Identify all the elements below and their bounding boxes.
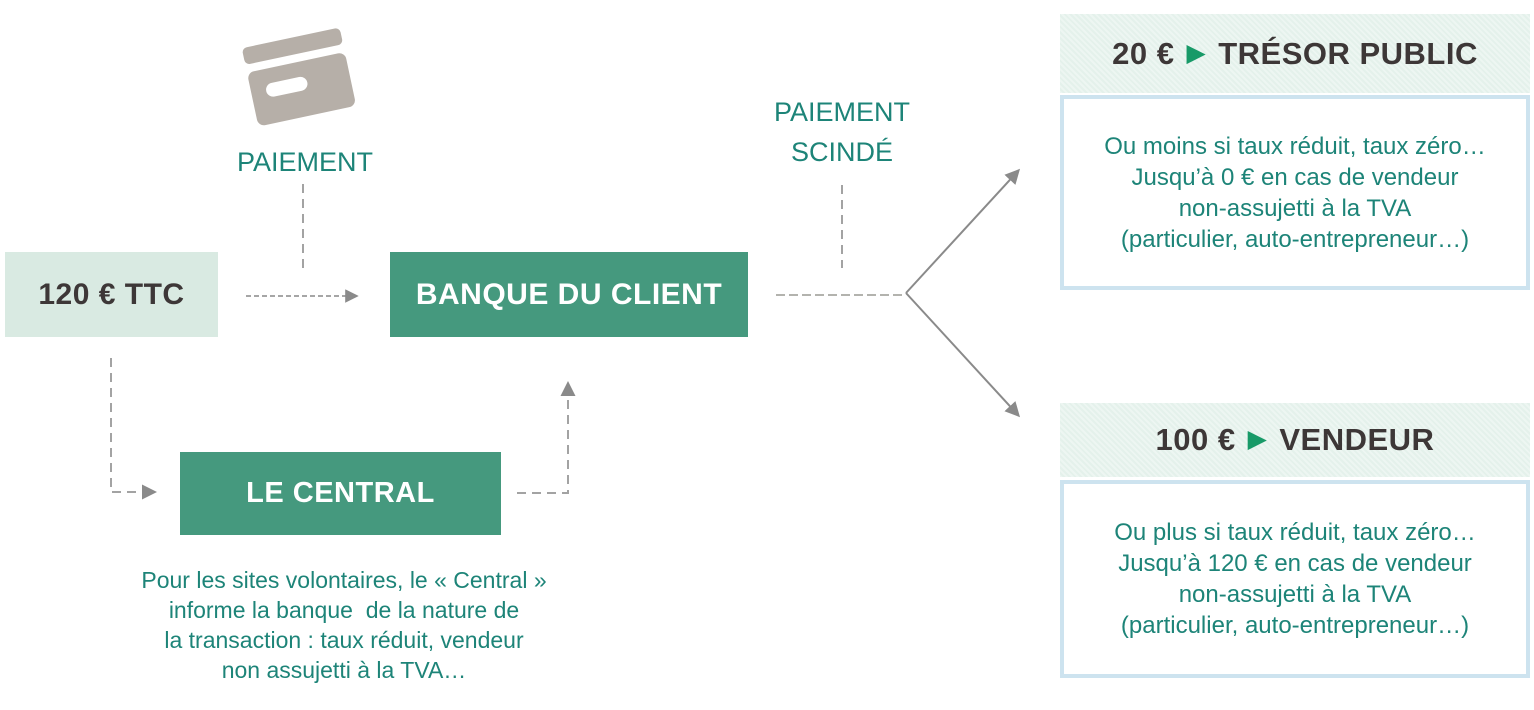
banque-du-client-box: BANQUE DU CLIENT (390, 252, 748, 337)
vendeur-header: 100 € ▶ VENDEUR (1060, 403, 1530, 477)
central-note: Pour les sites volontaires, le « Central… (98, 565, 590, 685)
tresor-detail-line: (particulier, auto-entrepreneur…) (1120, 225, 1470, 253)
central-note-line: informe la banque de la nature de (168, 597, 520, 623)
vendeur-amount: 100 € (1155, 422, 1236, 457)
tresor-detail-line: Ou moins si taux réduit, taux zéro… (1104, 132, 1486, 160)
paiement-scinde-label: PAIEMENT SCINDÉ (752, 92, 932, 172)
arrow-split-to-vendeur (905, 292, 1021, 418)
vendeur-detail-line: Jusqu’à 120 € en cas de vendeur (1118, 550, 1472, 577)
central-note-line: Pour les sites volontaires, le « Central… (141, 567, 547, 593)
paiement-scinde-line1: PAIEMENT (773, 97, 910, 127)
vendeur-details: Ou plus si taux réduit, taux zéro… Jusqu… (1060, 480, 1530, 678)
dashed-arrow-ttc-to-central (110, 358, 157, 500)
vendeur-detail-line: non-assujetti à la TVA (1178, 581, 1412, 608)
tresor-public-header: 20 € ▶ TRÉSOR PUBLIC (1060, 14, 1530, 93)
central-note-line: non assujetti à la TVA… (221, 657, 467, 683)
vendeur-detail-line: Ou plus si taux réduit, taux zéro… (1114, 519, 1476, 546)
play-triangle-icon: ▶ (1247, 425, 1268, 453)
amount-ttc-box: 120 € TTC (5, 252, 218, 337)
arrow-split-to-tresor (905, 168, 1021, 294)
play-triangle-icon: ▶ (1186, 38, 1207, 67)
paiement-label: PAIEMENT (236, 147, 373, 177)
vendeur-detail-line: (particulier, auto-entrepreneur…) (1120, 612, 1470, 639)
tresor-detail-line: non-assujetti à la TVA (1178, 194, 1412, 222)
vendeur-name: VENDEUR (1279, 422, 1435, 457)
dashed-arrow-central-to-banque (517, 381, 576, 494)
paiement-scinde-line2: SCINDÉ (790, 137, 893, 167)
tresor-name: TRÉSOR PUBLIC (1218, 35, 1478, 71)
credit-card-signature-box (264, 75, 309, 98)
tresor-detail-line: Jusqu’à 0 € en cas de vendeur (1131, 163, 1459, 191)
tresor-amount: 20 € (1112, 35, 1175, 71)
tresor-public-details: Ou moins si taux réduit, taux zéro… Jusq… (1060, 95, 1530, 290)
le-central-box: LE CENTRAL (180, 452, 501, 535)
central-note-line: la transaction : taux réduit, vendeur (164, 627, 524, 653)
